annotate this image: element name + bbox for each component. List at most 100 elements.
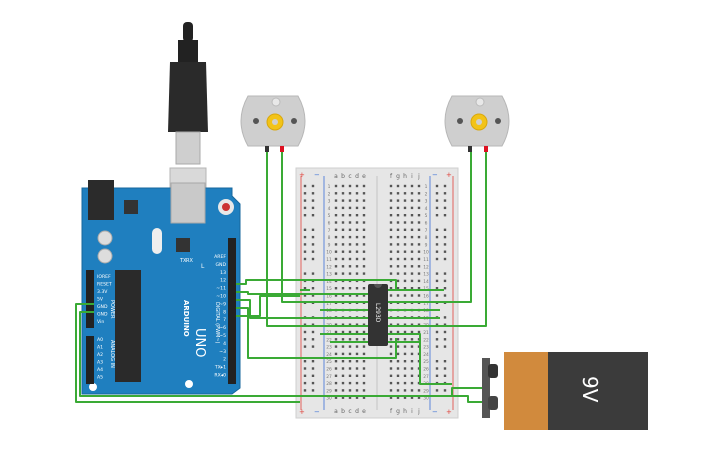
breadboard-hole[interactable] — [334, 360, 338, 363]
breadboard-hole[interactable] — [348, 323, 352, 326]
breadboard-hole[interactable] — [334, 345, 338, 348]
breadboard-hole[interactable] — [341, 199, 345, 202]
rail-hole[interactable] — [435, 287, 439, 290]
breadboard-hole[interactable] — [410, 330, 414, 334]
breadboard-hole[interactable] — [355, 352, 359, 356]
breadboard-hole[interactable] — [348, 396, 352, 399]
breadboard-hole[interactable] — [410, 272, 414, 275]
breadboard-hole[interactable] — [348, 257, 352, 261]
breadboard-hole[interactable] — [403, 265, 407, 268]
breadboard-hole[interactable] — [403, 345, 407, 348]
breadboard-hole[interactable] — [334, 389, 338, 392]
breadboard-hole[interactable] — [362, 214, 366, 217]
rail-hole[interactable] — [311, 199, 315, 202]
breadboard-hole[interactable] — [362, 235, 366, 239]
rail-hole[interactable] — [303, 330, 307, 334]
breadboard-hole[interactable] — [396, 272, 400, 275]
breadboard-hole[interactable] — [355, 330, 359, 334]
rail-hole[interactable] — [303, 381, 307, 385]
breadboard-hole[interactable] — [396, 396, 400, 399]
breadboard-hole[interactable] — [362, 345, 366, 348]
breadboard-hole[interactable] — [389, 257, 393, 261]
breadboard-hole[interactable] — [355, 184, 359, 188]
rail-hole[interactable] — [443, 323, 447, 326]
rail-hole[interactable] — [443, 199, 447, 202]
battery-9v[interactable]: 9V — [482, 352, 648, 430]
breadboard-hole[interactable] — [355, 389, 359, 392]
rail-hole[interactable] — [435, 214, 439, 217]
breadboard-hole[interactable] — [355, 294, 359, 297]
breadboard-hole[interactable] — [389, 374, 393, 377]
breadboard-hole[interactable] — [334, 243, 338, 246]
breadboard-hole[interactable] — [362, 243, 366, 246]
breadboard-hole[interactable] — [410, 338, 414, 341]
breadboard-hole[interactable] — [334, 250, 338, 253]
breadboard-hole[interactable] — [417, 257, 421, 261]
breadboard-hole[interactable] — [410, 287, 414, 290]
breadboard-hole[interactable] — [362, 389, 366, 392]
breadboard-hole[interactable] — [417, 287, 421, 290]
breadboard-hole[interactable] — [348, 192, 352, 195]
jumper-wire[interactable] — [384, 152, 487, 327]
breadboard-hole[interactable] — [355, 250, 359, 253]
rail-hole[interactable] — [311, 192, 315, 195]
breadboard-hole[interactable] — [403, 184, 407, 188]
breadboard-hole[interactable] — [348, 199, 352, 202]
breadboard-hole[interactable] — [362, 287, 366, 290]
breadboard-hole[interactable] — [348, 345, 352, 348]
breadboard-hole[interactable] — [348, 360, 352, 363]
breadboard-hole[interactable] — [417, 396, 421, 399]
breadboard-hole[interactable] — [389, 199, 393, 202]
rail-hole[interactable] — [443, 184, 447, 188]
rail-hole[interactable] — [303, 235, 307, 239]
breadboard-hole[interactable] — [348, 206, 352, 210]
breadboard-hole[interactable] — [403, 389, 407, 392]
rail-hole[interactable] — [303, 272, 307, 275]
breadboard-hole[interactable] — [403, 250, 407, 253]
breadboard-hole[interactable] — [334, 352, 338, 356]
breadboard-hole[interactable] — [341, 221, 345, 224]
breadboard-hole[interactable] — [362, 396, 366, 399]
rail-hole[interactable] — [435, 184, 439, 188]
breadboard-hole[interactable] — [348, 367, 352, 370]
breadboard-hole[interactable] — [403, 294, 407, 297]
breadboard-hole[interactable] — [341, 360, 345, 363]
rail-hole[interactable] — [303, 250, 307, 253]
breadboard-hole[interactable] — [362, 272, 366, 275]
breadboard-hole[interactable] — [348, 287, 352, 290]
breadboard-hole[interactable] — [403, 243, 407, 246]
rail-hole[interactable] — [303, 374, 307, 377]
breadboard-hole[interactable] — [341, 214, 345, 217]
breadboard-hole[interactable] — [403, 257, 407, 261]
breadboard-hole[interactable] — [334, 323, 338, 326]
breadboard-hole[interactable] — [396, 221, 400, 224]
rail-hole[interactable] — [443, 294, 447, 297]
breadboard-hole[interactable] — [410, 323, 414, 326]
breadboard-hole[interactable] — [389, 206, 393, 210]
breadboard-hole[interactable] — [334, 199, 338, 202]
breadboard-hole[interactable] — [403, 338, 407, 341]
rail-hole[interactable] — [311, 214, 315, 217]
breadboard-hole[interactable] — [362, 265, 366, 268]
rail-hole[interactable] — [311, 243, 315, 246]
breadboard-hole[interactable] — [396, 184, 400, 188]
rail-hole[interactable] — [435, 206, 439, 210]
breadboard-hole[interactable] — [389, 338, 393, 341]
breadboard-hole[interactable] — [355, 214, 359, 217]
breadboard-hole[interactable] — [355, 323, 359, 326]
breadboard-hole[interactable] — [334, 374, 338, 377]
breadboard-hole[interactable] — [348, 338, 352, 341]
rail-hole[interactable] — [311, 206, 315, 210]
rail-hole[interactable] — [443, 257, 447, 261]
jumper-wire[interactable] — [79, 311, 490, 397]
breadboard-hole[interactable] — [410, 243, 414, 246]
breadboard-hole[interactable] — [355, 338, 359, 341]
breadboard-hole[interactable] — [396, 389, 400, 392]
rail-hole[interactable] — [443, 338, 447, 341]
breadboard-hole[interactable] — [396, 374, 400, 377]
breadboard-hole[interactable] — [410, 389, 414, 392]
breadboard-hole[interactable] — [417, 389, 421, 392]
breadboard-hole[interactable] — [410, 265, 414, 268]
breadboard-hole[interactable] — [396, 228, 400, 231]
